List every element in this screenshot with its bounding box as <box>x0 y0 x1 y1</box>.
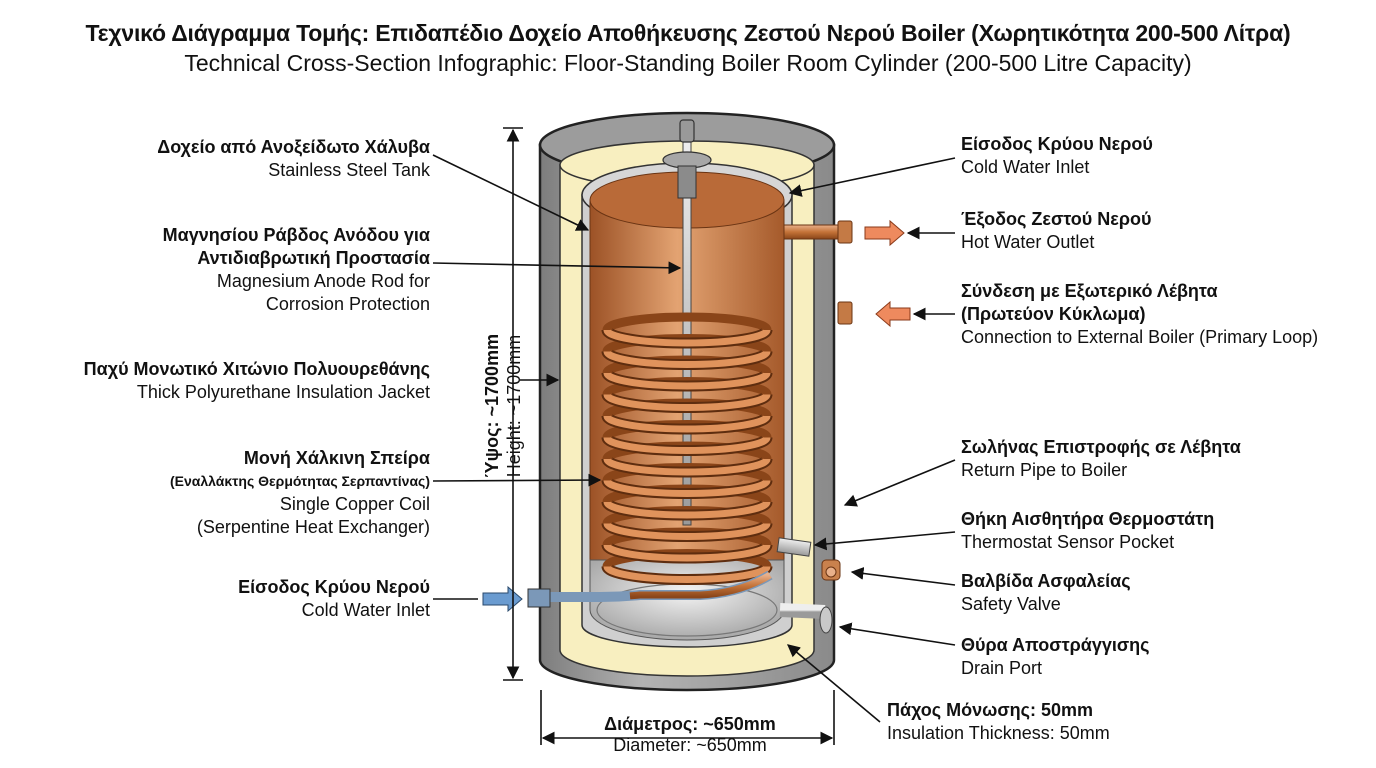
label-drain-port: Θύρα Αποστράγγισης Drain Port <box>961 635 1150 678</box>
label-height: Ύψος: ~1700mm Height: ~1700mm <box>482 333 524 479</box>
label-diameter: Διάμετρος: ~650mm Diameter: ~650mm <box>604 714 776 755</box>
drain-port <box>779 603 833 634</box>
label-safety-valve: Βαλβίδα Ασφαλείας Safety Valve <box>961 571 1131 614</box>
coil-turn-front <box>603 457 771 476</box>
label-insulation-thickness: Πάχος Μόνωσης: 50mm Insulation Thickness… <box>887 700 1110 743</box>
label-anode-rod: Μαγνησίου Ράβδος Ανόδου για Αντιδιαβρωτι… <box>162 225 430 314</box>
label-stainless-steel-tank: Δοχείο από Ανοξείδωτο Χάλυβα Stainless S… <box>157 137 430 180</box>
coil-turn-front <box>603 565 771 583</box>
coil-turn-front <box>603 522 771 540</box>
primary-loop-arrow <box>875 300 911 328</box>
anode-rod <box>662 119 712 526</box>
safety-valve <box>821 559 841 581</box>
coil-turn-front <box>603 328 771 347</box>
cold-inlet-pipe <box>527 570 773 608</box>
coil-turn-front <box>603 393 771 411</box>
coil-turn-front <box>603 414 771 433</box>
hot-outlet-arrow <box>864 219 905 247</box>
height-dimension <box>503 127 523 681</box>
label-return-pipe: Σωλήνας Επιστροφής σε Λέβητα Return Pipe… <box>961 437 1241 480</box>
label-external-boiler-connection: Σύνδεση με Εξωτερικό Λέβητα (Πρωτεύον Κύ… <box>961 281 1319 347</box>
copper-coil <box>601 312 773 585</box>
coil-turn-front <box>603 479 771 497</box>
label-thermostat-pocket: Θήκη Αισθητήρα Θερμοστάτη Thermostat Sen… <box>961 509 1215 552</box>
label-insulation-jacket: Παχύ Μονωτικό Χιτώνιο Πολυουρεθάνης Thic… <box>83 359 430 402</box>
label-hot-water-outlet: Έξοδος Ζεστού Νερού Hot Water Outlet <box>961 209 1152 252</box>
label-cold-water-inlet-left: Είσοδος Κρύου Νερού Cold Water Inlet <box>238 577 430 620</box>
primary-loop-pipe <box>768 301 853 325</box>
thermostat-pocket <box>776 537 812 557</box>
title-english: Technical Cross-Section Infographic: Flo… <box>184 50 1192 76</box>
cold-inlet-arrow <box>482 585 523 613</box>
label-cold-water-inlet-right: Είσοδος Κρύου Νερού Cold Water Inlet <box>961 134 1153 177</box>
coil-turn-front <box>603 350 771 368</box>
coil-turn-back <box>602 312 772 332</box>
coil-turn-front <box>603 500 771 519</box>
coil-turn-front <box>603 371 771 390</box>
diameter-dimension <box>540 690 835 745</box>
title-greek: Τεχνικό Διάγραμμα Τομής: Επιδαπέδιο Δοχε… <box>85 20 1291 46</box>
hot-water-outlet-pipe <box>783 220 853 244</box>
label-copper-coil: Μονή Χάλκινη Σπείρα (Εναλλάκτης Θερμότητ… <box>169 448 430 537</box>
coil-turn-front <box>603 543 771 562</box>
coil-turn-front <box>603 436 771 454</box>
